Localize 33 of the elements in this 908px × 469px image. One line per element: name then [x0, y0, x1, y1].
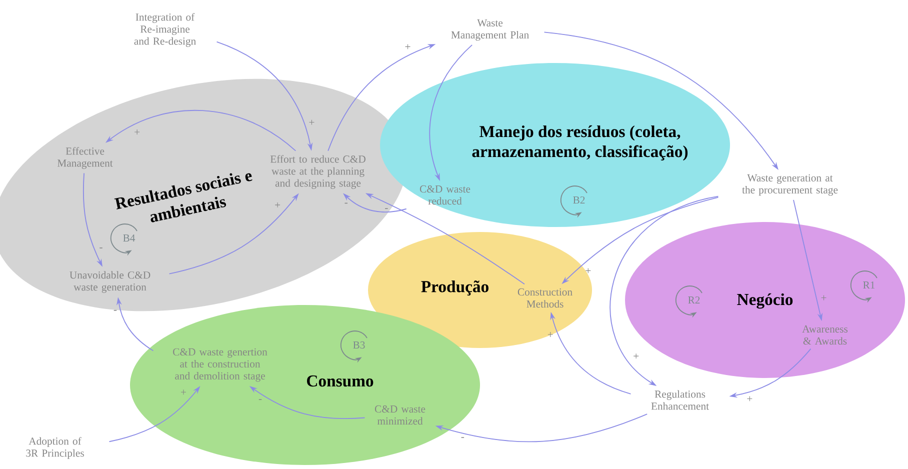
polarity-sign: + — [821, 295, 826, 300]
polarity-sign: + — [134, 130, 140, 134]
variable-label: Effort to reduce C&D waste at the planning and designing stage — [270, 155, 366, 189]
variable-label: Regulations Enhancement — [651, 390, 709, 410]
variable-label: Integration of Re-imagine and Re-design — [134, 13, 196, 47]
loop-label: B4 — [123, 234, 136, 242]
variable-label: Effective Management — [57, 147, 113, 169]
variable-label: C&D waste genertion at the construction and demolition stage — [173, 348, 268, 382]
loop-label: R2 — [688, 296, 700, 304]
loop-label: R1 — [863, 281, 875, 289]
polarity-sign: - — [344, 202, 348, 204]
polarity-sign: - — [385, 208, 388, 209]
loop-label: B2 — [573, 196, 585, 204]
loop-label: B3 — [353, 341, 365, 349]
variable-label: Construction Methods — [518, 288, 572, 308]
variable-label: Unavoidable C&D waste generation — [70, 271, 150, 293]
polarity-sign: + — [309, 120, 314, 125]
variable-label: Waste generation at the procurement stage — [742, 174, 838, 196]
polarity-sign: + — [747, 396, 752, 402]
polarity-sign: + — [634, 354, 639, 359]
variable-label: Awareness & Awards — [802, 325, 848, 345]
variable-label: C&D waste minimized — [374, 405, 426, 425]
polarity-sign: + — [180, 390, 186, 395]
polarity-sign: + — [275, 202, 280, 208]
polarity-sign: - — [258, 399, 262, 400]
variable-label: C&D waste reduced — [420, 185, 470, 205]
arrow — [610, 196, 719, 386]
variable-label: Adoption of 3R Principles — [26, 437, 84, 459]
polarity-sign: + — [586, 268, 591, 274]
polarity-sign: - — [461, 437, 464, 438]
polarity-sign: + — [405, 44, 410, 50]
polarity-sign: - — [114, 310, 117, 311]
variable-label: Waste Management Plan — [451, 19, 529, 41]
